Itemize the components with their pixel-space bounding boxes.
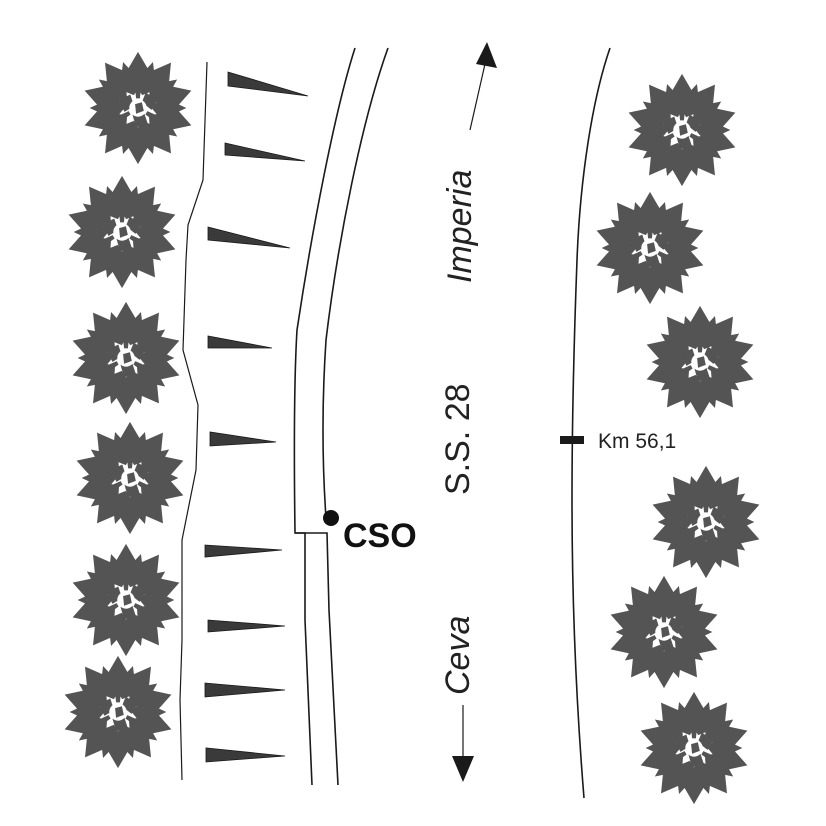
embankment-tick (207, 335, 273, 349)
field-boundary-line (179, 61, 208, 781)
direction-arrow-south (452, 705, 474, 782)
tree-icon (592, 191, 708, 305)
tree-icon (64, 175, 180, 289)
arrow-down-icon (452, 756, 474, 782)
tree-icon (80, 51, 196, 165)
arrow-up-icon (476, 42, 497, 68)
direction-south-label: Ceva (439, 616, 477, 695)
trees-left (60, 51, 196, 769)
road-edge-left-outer (293, 47, 356, 786)
site-label: CSO (343, 517, 417, 555)
tree-icon (624, 73, 740, 187)
tree-icon (68, 543, 184, 657)
embankment-ticks (204, 71, 309, 763)
road-junction-box (295, 532, 339, 786)
tree-icon (642, 305, 758, 419)
embankment-tick (205, 747, 286, 763)
km-marker-label: Km 56,1 (598, 430, 676, 453)
road-name-label: S.S. 28 (439, 383, 477, 495)
tree-icon (60, 655, 176, 769)
direction-north-label: Imperia (441, 170, 479, 283)
tree-icon (68, 301, 184, 415)
direction-arrow-north (469, 42, 497, 131)
embankment-tick (224, 142, 306, 162)
road-edge-left-inner (322, 47, 389, 519)
tree-icon (606, 575, 722, 689)
tree-icon (648, 465, 764, 579)
site-marker-dot (323, 510, 339, 526)
tree-icon (72, 421, 188, 535)
embankment-tick (204, 544, 283, 558)
tree-icon (636, 691, 752, 805)
embankment-tick (207, 619, 286, 633)
embankment-tick (204, 682, 286, 698)
km-marker-tick (560, 436, 584, 444)
road-edge-right (571, 47, 611, 799)
embankment-tick (207, 226, 291, 249)
embankment-tick (209, 431, 277, 447)
embankment-tick (227, 71, 309, 97)
